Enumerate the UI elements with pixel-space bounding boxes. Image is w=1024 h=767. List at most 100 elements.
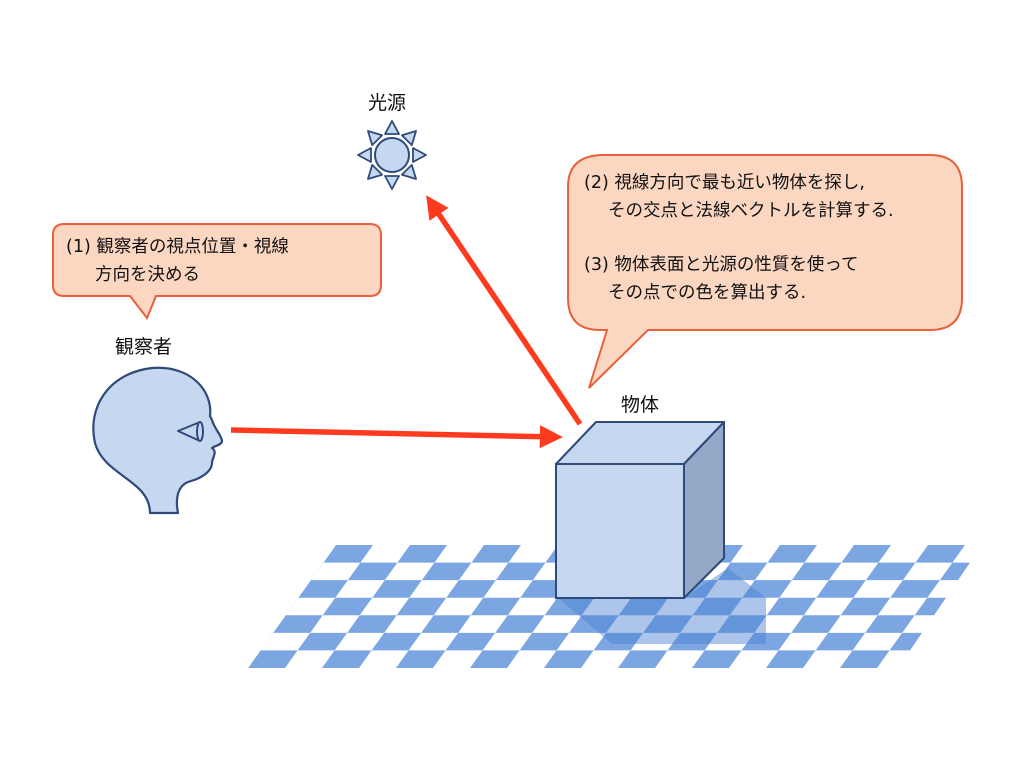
floor-tile	[248, 597, 299, 616]
shadow-ray-arrow	[426, 195, 583, 426]
floor-tile	[815, 632, 866, 651]
light-source-label: 光源	[368, 92, 406, 114]
floor-tile	[569, 615, 619, 633]
floor-tile	[667, 632, 718, 651]
floor-tile	[544, 597, 595, 616]
floor-tile	[249, 545, 299, 563]
floor-tile	[396, 597, 447, 616]
sun-ray	[384, 120, 400, 135]
floor-tile	[767, 545, 817, 563]
floor-tile	[273, 562, 324, 581]
floor-tile	[421, 615, 471, 633]
floor-tile	[347, 562, 398, 581]
observer-head-icon	[92, 366, 224, 515]
floor-tile	[791, 615, 841, 633]
floor-tile	[396, 650, 446, 668]
callout-step3-line2: その点での色を算出する.	[608, 283, 806, 303]
floor-tile	[840, 597, 891, 616]
floor-tile	[840, 650, 890, 668]
floor-tile	[323, 545, 373, 563]
floor-tile	[248, 580, 274, 598]
callout-step3-line1: (3) 物体表面と光源の性質を使って	[584, 254, 858, 275]
sun-ray	[367, 130, 384, 147]
floor-tile	[816, 580, 866, 598]
floor-tile	[372, 580, 422, 598]
callout-step2-line1: (2) 視線方向で最も近い物体を探し,	[584, 173, 865, 193]
floor-tile	[544, 650, 594, 668]
floor-tile	[791, 562, 842, 581]
floor-tile	[692, 597, 743, 616]
floor-tile	[841, 545, 891, 563]
floor-tile	[741, 632, 792, 651]
floor-tile	[421, 562, 472, 581]
sun-ray	[400, 130, 417, 147]
floor-tile	[618, 597, 669, 616]
floor-tile	[470, 597, 521, 616]
floor-tile	[963, 632, 982, 651]
callout-step2-line2: その交点と法線ベクトルを計算する.	[608, 201, 894, 221]
floor-tile	[248, 650, 298, 668]
floor-tile	[964, 580, 982, 598]
floor-tile	[643, 615, 693, 633]
floor-tile	[1014, 563, 1024, 581]
floor-tile	[889, 632, 940, 651]
floor-tile	[174, 650, 224, 668]
floor-tile	[988, 650, 1024, 668]
sun-ray	[400, 163, 417, 180]
object-cube	[555, 421, 725, 599]
floor-tile	[322, 650, 372, 668]
floor-tile	[248, 632, 274, 651]
floor-tile	[471, 545, 521, 563]
floor-tile	[397, 545, 447, 563]
floor-tile	[939, 562, 982, 581]
floor-tile	[989, 545, 1024, 563]
floor-tile	[446, 580, 496, 598]
floor-tile	[914, 650, 964, 668]
object-label: 物体	[621, 394, 659, 416]
floor-tile	[742, 580, 792, 598]
floor-tile	[445, 632, 496, 651]
sun-rays	[357, 120, 427, 190]
sun-ray	[384, 175, 400, 190]
eye-lens	[196, 421, 204, 442]
floor-tile	[322, 597, 373, 616]
observer-label: 観察者	[115, 336, 172, 358]
sun-icon	[357, 120, 427, 190]
callout-observer-line2: 方向を決める	[95, 265, 200, 285]
sun-ray	[367, 163, 384, 180]
floor-tile	[273, 615, 323, 633]
floor-tile	[692, 650, 742, 668]
floor-tile	[593, 632, 644, 651]
floor-tile	[371, 632, 422, 651]
floor-tile	[347, 615, 397, 633]
floor-tile	[989, 598, 1024, 616]
floor-tile	[1013, 615, 1024, 633]
floor-tile	[766, 597, 817, 616]
view-ray-arrow	[230, 425, 563, 449]
floor-tile	[495, 562, 546, 581]
sun-ray	[412, 147, 427, 163]
floor-tile	[618, 650, 668, 668]
floor-tile	[717, 562, 768, 581]
callout-observer: (1) 観察者の視点位置・視線 方向を決める	[52, 223, 382, 320]
sun-ray	[357, 147, 372, 163]
floor-tile	[890, 580, 940, 598]
cube-shadow	[558, 568, 766, 644]
floor-tile	[717, 615, 767, 633]
floor-tile	[297, 632, 348, 651]
floor-tile	[766, 650, 816, 668]
cube-front-face	[555, 463, 685, 599]
floor-tile	[470, 650, 520, 668]
callout-object: (2) 視線方向で最も近い物体を探し, その交点と法線ベクトルを計算する. (3…	[567, 154, 963, 389]
callout-observer-line1: (1) 観察者の視点位置・視線	[66, 237, 289, 257]
floor-tile	[915, 545, 965, 563]
floor-tile	[298, 580, 348, 598]
floor-tile	[519, 632, 570, 651]
floor-tile	[248, 615, 249, 633]
sun-disc	[374, 137, 410, 173]
floor-tile	[865, 562, 916, 581]
floor-tile	[865, 615, 915, 633]
floor-tile	[939, 615, 982, 633]
floor-tile	[495, 615, 545, 633]
